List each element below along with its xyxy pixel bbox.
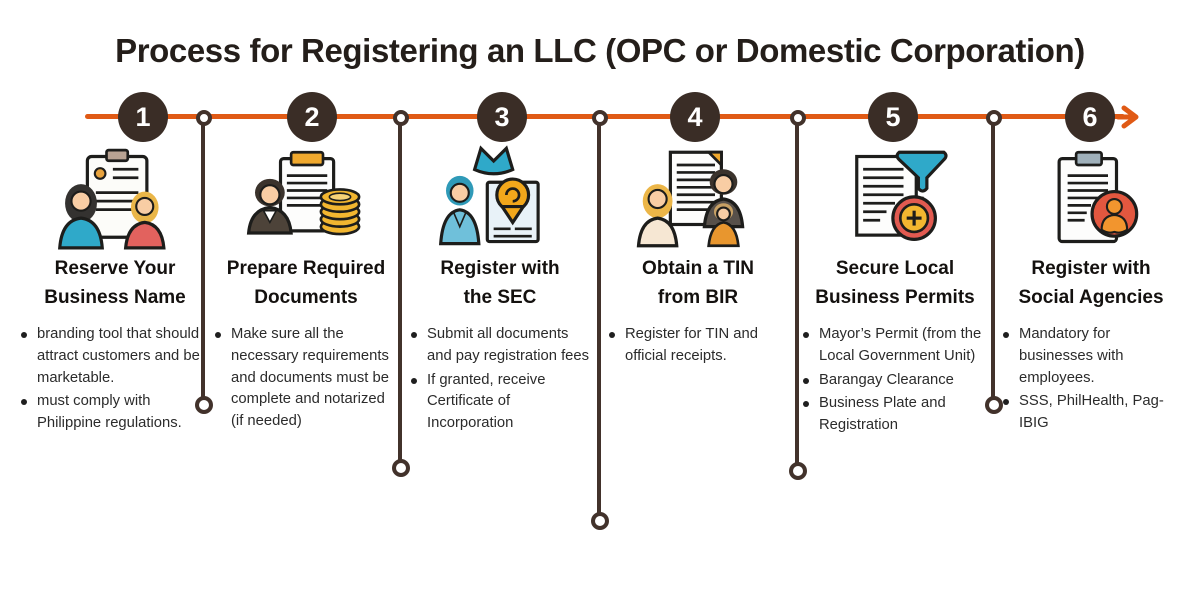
right-arrow-icon: [1116, 103, 1146, 131]
step-bullets: Mandatory for businesses with employees.…: [1000, 324, 1182, 435]
bullet-item: Mayor’s Permit (from the Local Governmen…: [800, 324, 990, 368]
step-column-2: Prepare Required Documents Make sure all…: [212, 146, 400, 435]
step-bullets: branding tool that should attract custom…: [18, 324, 212, 435]
step-title: Register with the SEC: [440, 258, 560, 308]
step-title: Prepare Required Documents: [226, 258, 386, 308]
step-bullets: Make sure all the necessary requirements…: [212, 324, 400, 433]
pin-bottom-circle: [591, 512, 609, 530]
page-title: Process for Registering an LLC (OPC or D…: [115, 32, 1085, 69]
step-column-5: Secure Local Business Permits Mayor’s Pe…: [800, 146, 990, 439]
pin-bottom-circle: [985, 396, 1003, 414]
bullet-item: branding tool that should attract custom…: [18, 324, 212, 389]
people-clipboard-icon: [18, 146, 212, 250]
permit-document-funnel-plus-icon: [800, 146, 990, 250]
step-column-1: Reserve Your Business Name branding tool…: [18, 146, 212, 437]
step-column-4: Obtain a TIN from BIR Register for TIN a…: [606, 146, 790, 370]
bullet-item: If granted, receive Certificate of Incor…: [408, 370, 592, 435]
pin-stem: [201, 124, 205, 398]
person-document-coins-icon: [212, 146, 400, 250]
pin-bottom-circle: [195, 396, 213, 414]
step-bullets: Submit all documents and pay registratio…: [408, 324, 592, 435]
step-bullets: Mayor’s Permit (from the Local Governmen…: [800, 324, 990, 437]
step-column-3: Register with the SEC Submit all documen…: [408, 145, 592, 437]
bullet-item: Business Plate and Registration: [800, 393, 990, 437]
pin-stem: [991, 124, 995, 398]
step-number-badge: 1: [118, 92, 168, 142]
step-number-badge: 4: [670, 92, 720, 142]
step-number-badge: 6: [1065, 92, 1115, 142]
step-title: Secure Local Business Permits: [815, 258, 975, 308]
step-number-badge: 2: [287, 92, 337, 142]
crown-person-map-pin-document-icon: [408, 145, 592, 250]
pin-stem: [398, 124, 402, 461]
step-number-badge: 3: [477, 92, 527, 142]
step-column-6: Register with Social Agencies Mandatory …: [1000, 146, 1182, 437]
pin-bottom-circle: [392, 459, 410, 477]
step-number-badge: 5: [868, 92, 918, 142]
pin-stem: [597, 124, 601, 514]
bullet-item: Make sure all the necessary requirements…: [212, 324, 400, 433]
step-bullets: Register for TIN and official receipts.: [606, 324, 790, 368]
bullet-item: Register for TIN and official receipts.: [606, 324, 790, 368]
clipboard-social-person-icon: [1000, 146, 1182, 250]
bullet-item: Submit all documents and pay registratio…: [408, 324, 592, 368]
family-tin-document-icon: [606, 146, 790, 250]
bullet-item: Mandatory for businesses with employees.: [1000, 324, 1182, 389]
pin-stem: [795, 124, 799, 464]
step-title: Register with Social Agencies: [1018, 258, 1164, 308]
pin-bottom-circle: [789, 462, 807, 480]
step-title: Obtain a TIN from BIR: [642, 258, 754, 308]
bullet-item: must comply with Philippine regulations.: [18, 391, 212, 435]
bullet-item: Barangay Clearance: [800, 370, 990, 392]
step-title: Reserve Your Business Name: [44, 258, 186, 308]
bullet-item: SSS, PhilHealth, Pag-IBIG: [1000, 391, 1182, 435]
